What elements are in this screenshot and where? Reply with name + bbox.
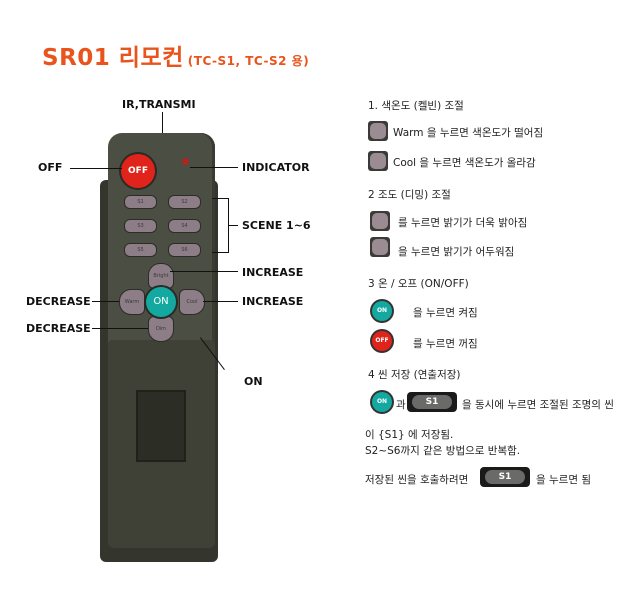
section2-line2: 을 누르면 밝기가 어두워짐: [398, 246, 515, 258]
s1-key-label-recall: S1: [485, 470, 525, 484]
on-button[interactable]: ON: [146, 287, 176, 317]
section2-heading: 2 조도 (디밍) 조절: [368, 189, 451, 201]
callout-line-scene-top: [212, 198, 228, 199]
callout-line-decrease-left: [92, 301, 119, 302]
label-increase-up: INCREASE: [242, 266, 304, 279]
cool-key-icon: [368, 151, 388, 171]
scene-button-s4[interactable]: S4: [168, 219, 201, 233]
scene-button-s5[interactable]: S5: [124, 243, 157, 257]
callout-line-increase-right: [203, 301, 238, 302]
increase-bright-button[interactable]: Bright: [148, 263, 174, 289]
callout-line-decrease-down: [92, 328, 148, 329]
section3-heading: 3 온 / 오프 (ON/OFF): [368, 278, 469, 290]
remote-battery-window: [136, 390, 186, 462]
section1-line1: Warm 을 누르면 색온도가 떨어짐: [393, 127, 544, 139]
callout-line-off: [70, 168, 122, 169]
scene-button-s6[interactable]: S6: [168, 243, 201, 257]
label-indicator: INDICATOR: [242, 161, 310, 174]
scene-button-s3[interactable]: S3: [124, 219, 157, 233]
label-ir-transmit: IR,TRANSMI: [122, 98, 196, 111]
section3-line2: 를 누르면 꺼짐: [413, 338, 478, 350]
title-text: SR01 리모컨: [42, 45, 184, 71]
scene-button-s2[interactable]: S2: [168, 195, 201, 209]
callout-line-scene-bottom: [212, 252, 228, 253]
callout-line-increase-up: [170, 271, 238, 272]
dim-key-icon: [370, 237, 390, 257]
on-icon: ON: [372, 301, 392, 321]
s1-key-icon-recall: S1: [480, 467, 530, 487]
section4-line2: 이 {S1} 에 저장됨.: [365, 429, 454, 441]
label-on: ON: [244, 375, 263, 388]
title-subtitle: (TC-S1, TC-S2 용): [187, 54, 310, 68]
increase-cool-button[interactable]: Cool: [179, 289, 205, 315]
section4-conj: 과: [396, 399, 406, 411]
label-off: OFF: [38, 161, 63, 174]
section4-recall-prefix: 저장된 씬을 호출하려면: [365, 474, 469, 486]
section4-line1: 을 동시에 누르면 조절된 조명의 씬: [462, 399, 614, 411]
section1-line2: Cool 을 누르면 색온도가 올라감: [393, 157, 536, 169]
label-increase-right: INCREASE: [242, 295, 304, 308]
off-button[interactable]: OFF: [121, 154, 155, 188]
section4-recall-suffix: 을 누르면 됨: [536, 474, 591, 486]
s1-key-label: S1: [412, 395, 452, 409]
callout-line-scene-stub: [228, 225, 238, 226]
bright-key-icon: [370, 211, 390, 231]
on-icon-combo: ON: [372, 392, 392, 412]
label-decrease-left: DECREASE: [26, 295, 91, 308]
label-decrease-down: DECREASE: [26, 322, 91, 335]
section3-line1: 을 누르면 켜짐: [413, 307, 478, 319]
off-icon: OFF: [372, 331, 392, 351]
callout-line-ir: [162, 112, 163, 133]
scene-button-s1[interactable]: S1: [124, 195, 157, 209]
section1-heading: 1. 색온도 (켈빈) 조절: [368, 100, 464, 112]
label-scene: SCENE 1~6: [242, 219, 311, 232]
decrease-dim-button[interactable]: Dim: [148, 316, 174, 342]
section4-line3: S2~S6까지 같은 방법으로 반복함.: [365, 445, 521, 457]
section4-heading: 4 씬 저장 (연출저장): [368, 369, 461, 381]
warm-key-icon: [368, 121, 388, 141]
callout-line-indicator: [190, 167, 238, 168]
section2-line1: 를 누르면 밝기가 더욱 밝아짐: [398, 217, 528, 229]
page-title: SR01 리모컨(TC-S1, TC-S2 용): [42, 38, 309, 72]
s1-key-icon: S1: [407, 392, 457, 412]
decrease-warm-button[interactable]: Warm: [119, 289, 145, 315]
indicator-led: [182, 158, 189, 165]
